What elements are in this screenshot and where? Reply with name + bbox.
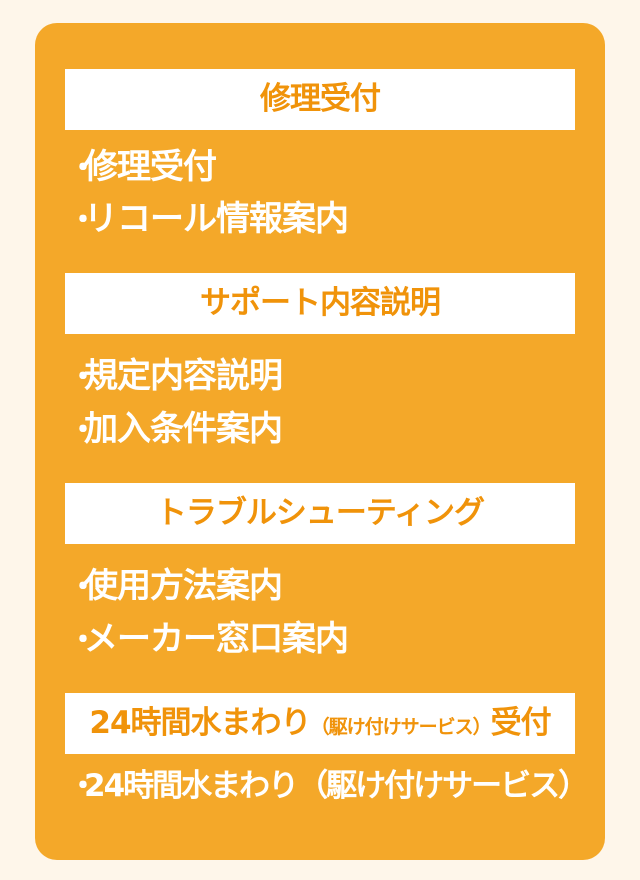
section-header-water-service: 24時間水まわり（駆け付けサービス）受付 (65, 693, 575, 754)
bullet-icon: ・ (68, 623, 98, 658)
bullet-icon: ・ (68, 151, 98, 186)
item-label: 修理受付 (84, 147, 217, 187)
item-label: 使用方法案内 (84, 566, 283, 606)
section-header-troubleshooting: トラブルシューティング (65, 483, 575, 544)
item-label: 規定内容説明 (84, 356, 283, 396)
bullet-icon: ・ (68, 769, 98, 804)
list-item: ・使用方法案内 (68, 563, 283, 611)
bullet-icon: ・ (68, 203, 98, 238)
list-item: ・リコール情報案内 (68, 196, 349, 244)
section-header-repair: 修理受付 (65, 69, 575, 130)
item-label: メーカー窓口案内 (84, 619, 349, 659)
item-label: リコール情報案内 (84, 199, 349, 239)
bullet-icon: ・ (68, 570, 98, 605)
bullet-icon: ・ (68, 360, 98, 395)
list-item: ・24時間水まわり（駆け付けサービス） (68, 763, 589, 810)
header-main: 24時間水まわり (89, 705, 311, 741)
service-card: 修理受付 ・修理受付 ・リコール情報案内 サポート内容説明 ・規定内容説明 ・加… (35, 23, 605, 860)
header-suffix: 受付 (490, 705, 552, 741)
list-item: ・修理受付 (68, 144, 217, 192)
list-item: ・メーカー窓口案内 (68, 616, 349, 664)
list-item: ・規定内容説明 (68, 353, 283, 401)
item-label: 24時間水まわり（駆け付けサービス） (84, 768, 589, 804)
list-item: ・加入条件案内 (68, 406, 283, 454)
item-label: 加入条件案内 (84, 409, 283, 449)
header-paren: （駆け付けサービス） (310, 716, 492, 738)
bullet-icon: ・ (68, 413, 98, 448)
section-header-support: サポート内容説明 (65, 273, 575, 334)
